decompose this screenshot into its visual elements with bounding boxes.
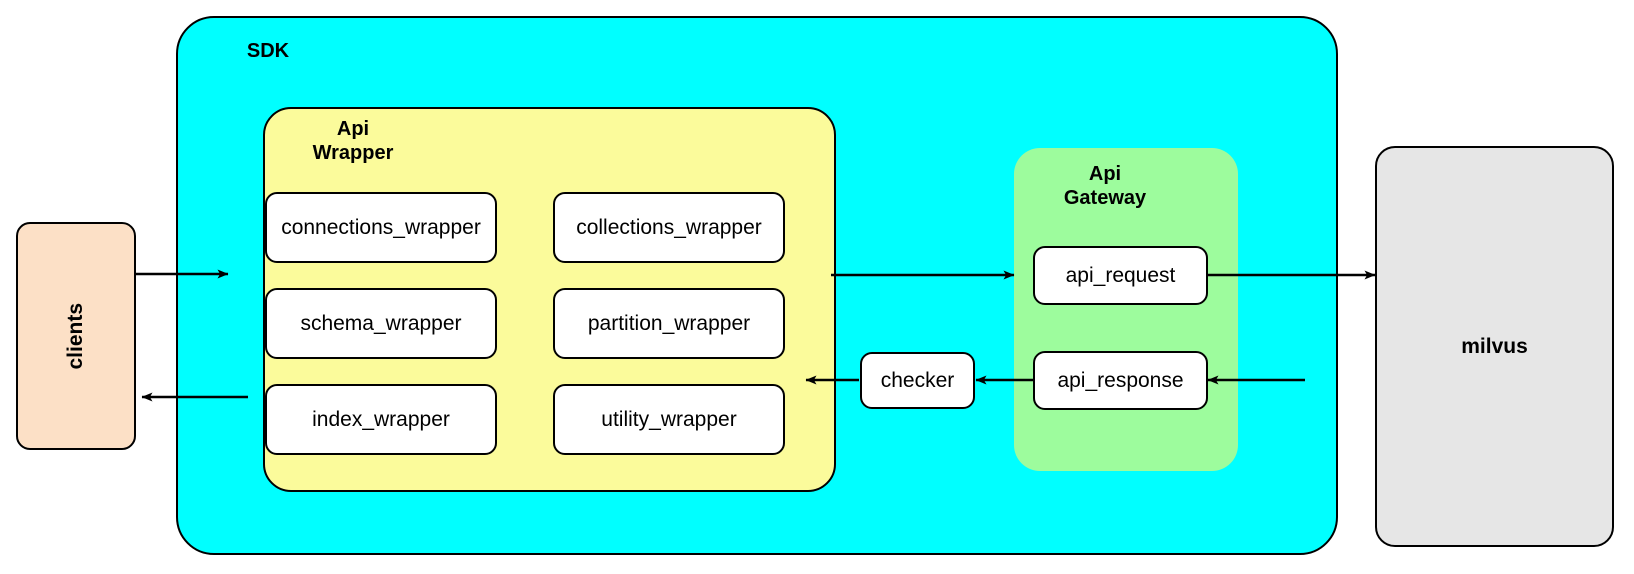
node-schema-wrapper[interactable]: schema_wrapper [265, 288, 497, 359]
node-milvus-label: milvus [1461, 334, 1528, 358]
node-checker[interactable]: checker [860, 352, 975, 409]
node-api-response[interactable]: api_response [1033, 351, 1208, 410]
node-index-wrapper[interactable]: index_wrapper [265, 384, 497, 455]
node-clients[interactable]: clients [16, 222, 136, 450]
node-connections-wrapper[interactable]: connections_wrapper [265, 192, 497, 263]
node-milvus[interactable]: milvus [1375, 146, 1614, 547]
api-wrapper-container-label: Api Wrapper [312, 118, 394, 164]
node-collections-wrapper[interactable]: collections_wrapper [553, 192, 785, 263]
node-clients-label: clients [64, 302, 87, 370]
node-api-request[interactable]: api_request [1033, 246, 1208, 305]
node-utility-wrapper[interactable]: utility_wrapper [553, 384, 785, 455]
api-gateway-container[interactable]: Api Gateway [1014, 148, 1238, 471]
api-gateway-container-label: Api Gateway [1063, 163, 1147, 209]
sdk-container-label: SDK [246, 40, 290, 62]
node-partition-wrapper[interactable]: partition_wrapper [553, 288, 785, 359]
